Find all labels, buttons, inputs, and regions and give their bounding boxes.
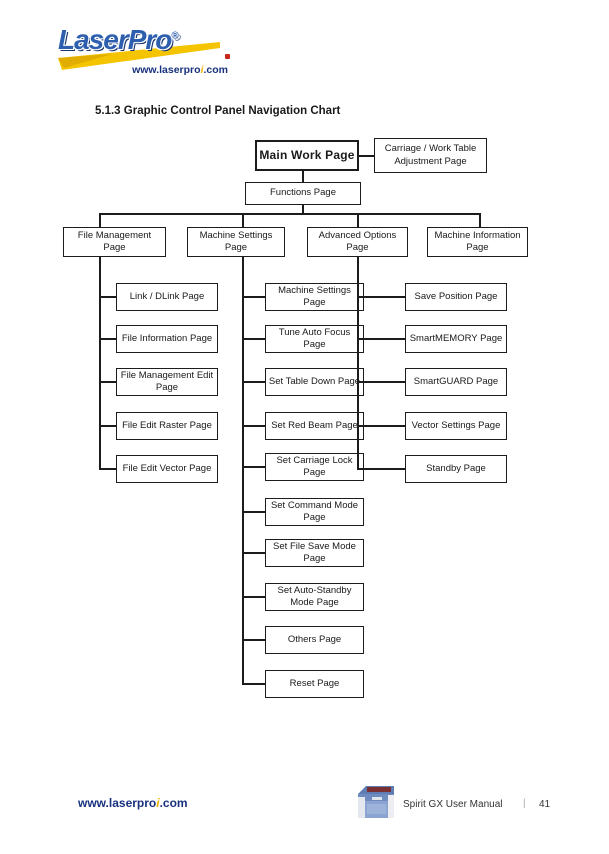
connector-line	[479, 213, 481, 227]
connector-line	[99, 213, 101, 227]
chart-node-file-information: File Information Page	[116, 325, 218, 353]
chart-node-vector-settings: Vector Settings Page	[405, 412, 507, 440]
connector-line	[357, 338, 405, 340]
connector-line	[242, 639, 265, 641]
connector-line	[99, 425, 116, 427]
chart-node-link-dlink: Link / DLink Page	[116, 283, 218, 311]
chart-node-functions-page: Functions Page	[245, 182, 361, 205]
connector-line	[99, 381, 116, 383]
connector-line	[242, 596, 265, 598]
connector-line	[99, 338, 116, 340]
chart-node-machine-information: Machine Information Page	[427, 227, 528, 257]
connector-line	[242, 338, 265, 340]
chart-node-smartmemory: SmartMEMORY Page	[405, 325, 507, 353]
chart-node-set-file-save-mode: Set File Save Mode Page	[265, 539, 364, 567]
connector-line	[357, 468, 405, 470]
footer-url-accent: i	[156, 796, 160, 810]
connector-line	[99, 468, 116, 470]
connector-line	[357, 213, 359, 227]
footer-page-number: 41	[539, 799, 551, 810]
chart-node-file-edit-raster: File Edit Raster Page	[116, 412, 218, 440]
laserpro-logo: LaserPro® www.laserproi.com	[52, 18, 230, 84]
chart-node-advanced-options: Advanced Options Page	[307, 227, 408, 257]
chart-node-smartguard: SmartGUARD Page	[405, 368, 507, 396]
connector-line	[242, 683, 265, 685]
connector-line	[99, 213, 481, 215]
chart-node-file-management: File Management Page	[63, 227, 166, 257]
chart-node-others-page: Others Page	[265, 626, 364, 654]
chart-node-file-management-edit: File Management Edit Page	[116, 368, 218, 396]
connector-line	[242, 511, 265, 513]
connector-line	[357, 425, 405, 427]
chart-node-set-command-mode: Set Command Mode Page	[265, 498, 364, 526]
chart-node-standby-page: Standby Page	[405, 455, 507, 483]
connector-line	[359, 155, 374, 157]
chart-node-set-table-down: Set Table Down Page	[265, 368, 364, 396]
chart-node-save-position: Save Position Page	[405, 283, 507, 311]
connector-line	[357, 257, 359, 469]
connector-line	[302, 205, 304, 215]
connector-line	[99, 257, 101, 469]
laser-machine-thumbnail-icon	[358, 786, 394, 818]
connector-line	[242, 466, 265, 468]
footer-manual-title: Spirit GX User Manual	[403, 799, 503, 810]
connector-line	[242, 381, 265, 383]
logo-url-suffix: .com	[203, 64, 228, 76]
section-title: 5.1.3 Graphic Control Panel Navigation C…	[95, 105, 341, 117]
chart-node-main-work-page: Main Work Page	[255, 140, 359, 171]
connector-line	[242, 552, 265, 554]
connector-line	[242, 296, 265, 298]
logo-swoosh-icon	[58, 42, 220, 70]
chart-node-set-red-beam: Set Red Beam Page	[265, 412, 364, 440]
chart-node-machine-settings: Machine Settings Page	[187, 227, 285, 257]
logo-url-prefix: www.laserpro	[132, 64, 201, 76]
connector-line	[357, 381, 405, 383]
chart-node-file-edit-vector: File Edit Vector Page	[116, 455, 218, 483]
connector-line	[242, 425, 265, 427]
logo-brand-text: LaserPro®	[58, 24, 179, 56]
footer-separator: |	[523, 798, 526, 809]
connector-line	[242, 257, 244, 685]
chart-node-reset-page: Reset Page	[265, 670, 364, 698]
logo-red-dot-icon	[225, 54, 230, 59]
chart-node-set-auto-standby: Set Auto-Standby Mode Page	[265, 583, 364, 611]
chart-node-tune-auto-focus: Tune Auto Focus Page	[265, 325, 364, 353]
logo-brand-name: LaserPro	[58, 24, 172, 55]
footer-url-prefix: www.laserpro	[78, 796, 157, 810]
connector-line	[99, 296, 116, 298]
connector-line	[242, 213, 244, 227]
logo-url-accent: i	[200, 64, 204, 76]
chart-node-carriage-work-table: Carriage / Work Table Adjustment Page	[374, 138, 487, 173]
logo-url: www.laserproi.com	[132, 64, 228, 76]
chart-node-machine-settings-sub: Machine Settings Page	[265, 283, 364, 311]
connector-line	[302, 171, 304, 182]
footer-url-suffix: .com	[159, 796, 188, 810]
connector-line	[357, 296, 405, 298]
registered-mark: ®	[171, 30, 179, 42]
chart-node-set-carriage-lock: Set Carriage Lock Page	[265, 453, 364, 481]
footer-url: www.laserproi.com	[78, 796, 188, 810]
